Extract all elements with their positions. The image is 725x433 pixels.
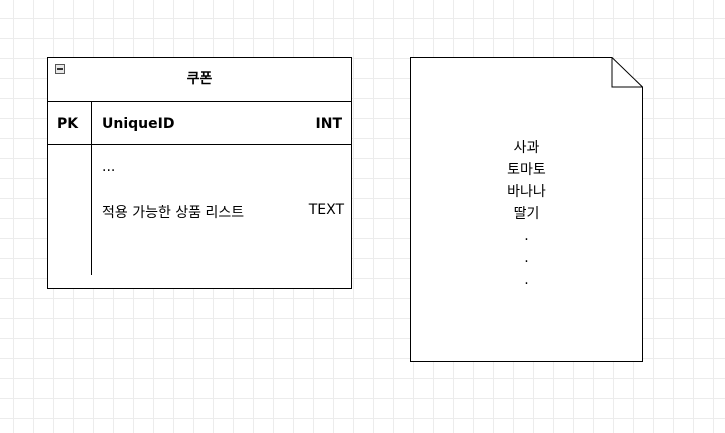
- field-row-name[interactable]: ...: [102, 159, 116, 175]
- note-line: .: [524, 272, 529, 288]
- field-row-type: TEXT: [308, 202, 344, 218]
- note-outline: [410, 57, 643, 362]
- pk-column-divider: [91, 101, 92, 275]
- table-title: 쿠폰: [186, 71, 213, 87]
- header-divider: [48, 101, 351, 102]
- note-shape[interactable]: 사과 토마토 바나나 딸기 . . .: [410, 57, 643, 362]
- note-line: 딸기: [513, 206, 540, 222]
- key-field-name[interactable]: UniqueID: [102, 116, 175, 132]
- collapse-icon[interactable]: [55, 64, 65, 74]
- note-line: 바나나: [507, 184, 546, 200]
- note-line: 토마토: [507, 162, 546, 178]
- key-field-type: INT: [315, 116, 342, 132]
- note-line: 사과: [513, 140, 540, 156]
- note-line: .: [524, 250, 529, 266]
- field-row-name[interactable]: 적용 가능한 상품 리스트: [102, 205, 245, 221]
- pk-label: PK: [57, 116, 79, 132]
- key-row-divider: [48, 144, 351, 145]
- note-text: 사과 토마토 바나나 딸기 . . .: [410, 137, 643, 291]
- entity-table-coupon[interactable]: 쿠폰 PK UniqueID INT ... 적용 가능한 상품 리스트 TEX…: [47, 57, 352, 289]
- note-line: .: [524, 228, 529, 244]
